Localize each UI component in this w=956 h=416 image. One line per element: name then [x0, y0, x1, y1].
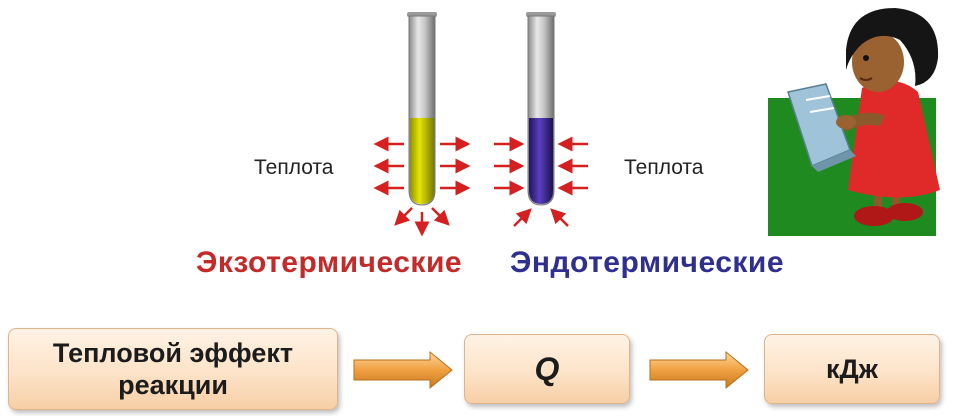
- thermal-effect-box: Тепловой эффект реакции: [8, 328, 338, 410]
- heat-label-right: Теплота: [624, 156, 704, 179]
- exothermic-heat-arrows: [373, 136, 471, 237]
- q-symbol-text: Q: [534, 350, 560, 387]
- q-symbol-box: Q: [464, 334, 630, 404]
- exothermic-test-tube-icon: [407, 12, 437, 206]
- unit-box: кДж: [764, 334, 940, 404]
- girl-reading-book-icon: [768, 8, 940, 236]
- thermal-effect-text: Тепловой эффект реакции: [52, 337, 294, 400]
- exothermic-label: Экзотермические: [196, 246, 463, 279]
- endothermic-heat-arrows: [494, 136, 588, 227]
- flow-arrow-2-icon: [649, 350, 749, 390]
- unit-text: кДж: [826, 353, 878, 384]
- heat-label-left: Теплота: [254, 156, 334, 179]
- flow-arrow-1-icon: [353, 350, 453, 390]
- endothermic-test-tube-icon: [526, 12, 556, 206]
- endothermic-label: Эндотермические: [510, 246, 785, 279]
